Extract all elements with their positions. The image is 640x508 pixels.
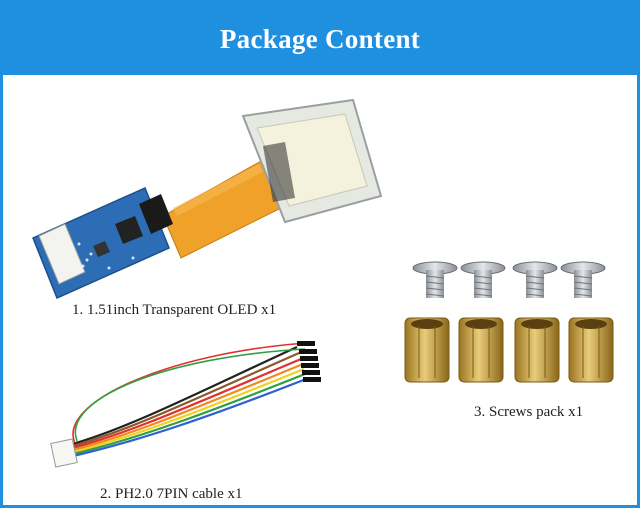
item-label-oled: 1. 1.51inch Transparent OLED x1 <box>72 302 277 318</box>
item-label-cable: 2. PH2.0 7PIN cable x1 <box>100 486 243 502</box>
page-title: Package Content <box>3 3 637 75</box>
screws-pack-image <box>404 261 614 383</box>
item-label-screws: 3. Screws pack x1 <box>474 404 584 420</box>
oled-module-image <box>32 98 383 300</box>
cable-image <box>50 341 321 468</box>
